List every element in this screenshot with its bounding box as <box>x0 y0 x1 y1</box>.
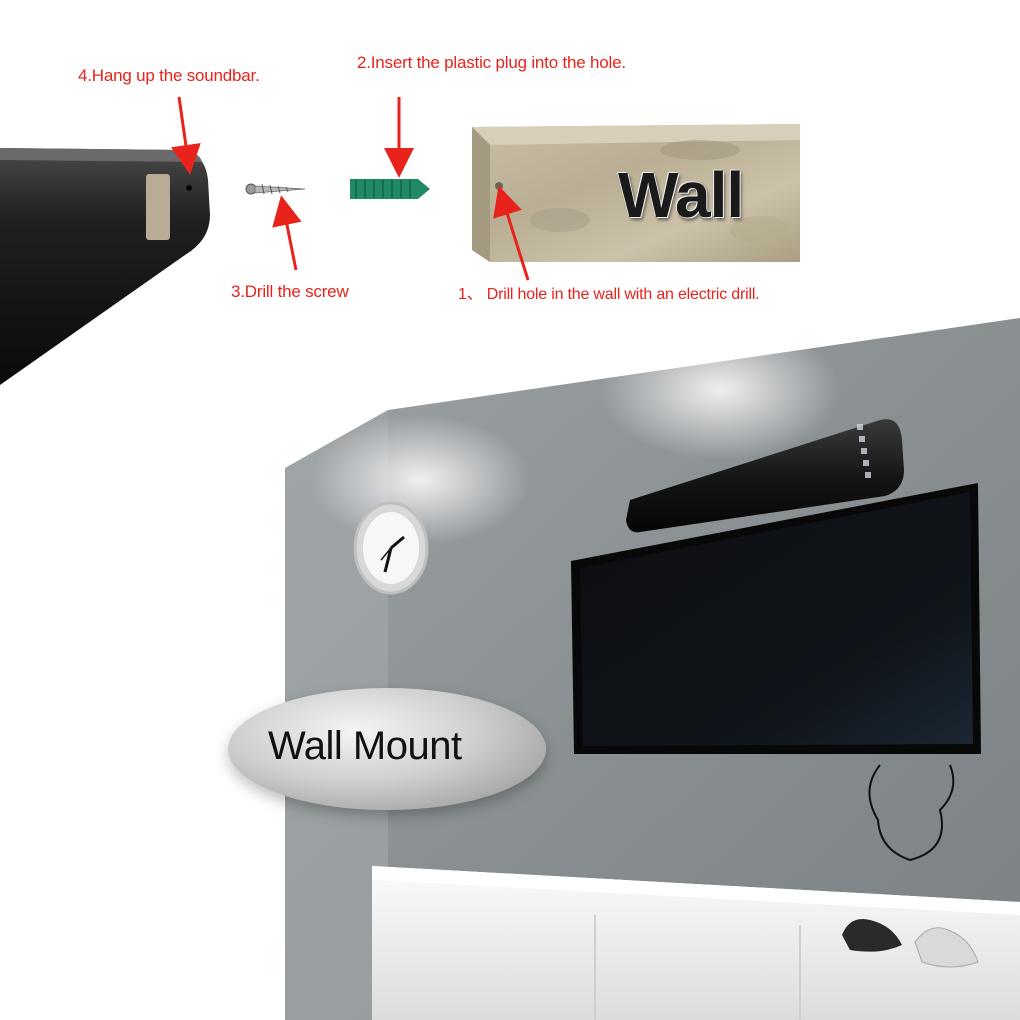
arrow-icon <box>493 185 530 281</box>
arrow-icon <box>272 195 302 271</box>
step-4-label: 4.Hang up the soundbar. <box>78 66 260 85</box>
tv-cabinet <box>372 866 1020 1020</box>
step-1-label: 1、 Drill hole in the wall with an electr… <box>458 286 760 303</box>
spotlight <box>600 320 840 460</box>
wall-block <box>472 124 800 262</box>
wall-soundbar <box>626 419 904 533</box>
wall-mount-label: Wall Mount <box>268 724 462 768</box>
wall-label: Wall <box>618 159 744 231</box>
decorative-figurines <box>842 919 979 968</box>
step-3-label: 3.Drill the screw <box>231 282 349 301</box>
wall-mount-badge <box>228 688 546 810</box>
soundbar-closeup <box>0 148 210 385</box>
television <box>571 483 981 862</box>
spotlight <box>310 415 530 545</box>
screw-icon <box>245 183 306 195</box>
clock-icon <box>353 501 429 595</box>
step-2-label: 2.Insert the plastic plug into the hole. <box>357 53 626 72</box>
plastic-plug-icon <box>350 179 430 199</box>
arrow-icon <box>171 96 201 175</box>
